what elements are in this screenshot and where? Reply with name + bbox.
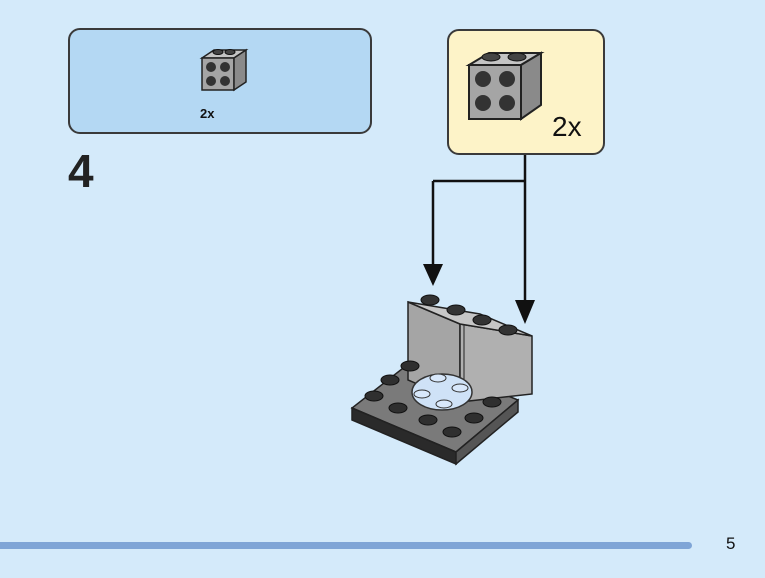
brick-1x2x2-gray-icon (465, 51, 545, 121)
callout-quantity: 2x (552, 111, 582, 142)
page-number: 5 (726, 534, 736, 553)
parts-list-box: 2x (68, 28, 372, 134)
arrow-head-right (515, 300, 535, 324)
step-number: 4 (68, 145, 94, 197)
build-assembly-illustration (350, 294, 533, 466)
parts-quantity: 2x (200, 106, 215, 121)
sub-step-callout: 2x (447, 29, 605, 155)
arrow-head-left (423, 264, 443, 286)
footer-bar (0, 542, 692, 549)
brick-1x2x2-gray-icon (199, 48, 249, 92)
